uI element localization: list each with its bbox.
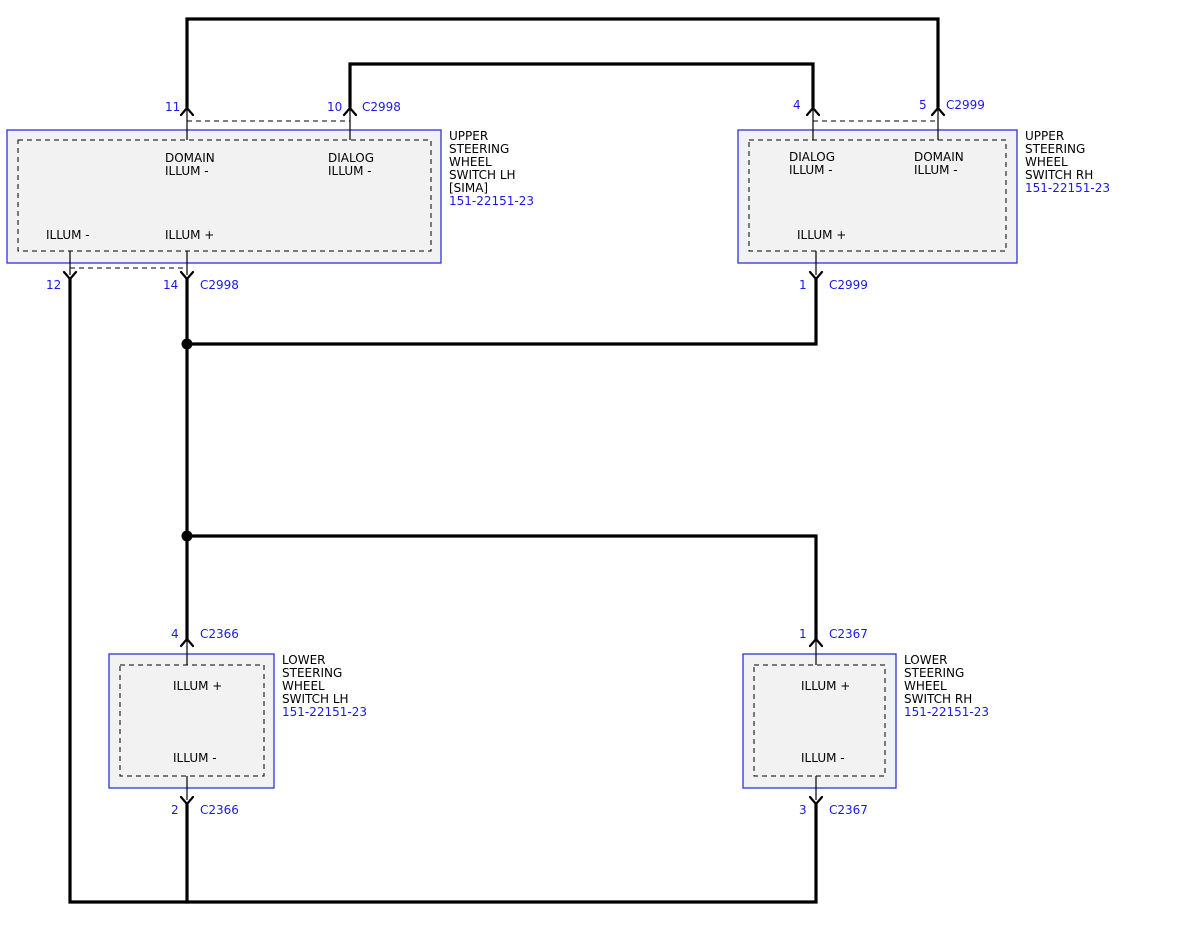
pin-function-label: ILLUM + — [801, 679, 850, 693]
lower-rh-inner-box — [753, 664, 886, 777]
pin-arrow-up — [179, 637, 195, 648]
pin-arrow-down — [179, 270, 195, 281]
component-name-line: STEERING — [449, 142, 509, 156]
splice-dot — [181, 338, 193, 350]
pin-function-label: ILLUM + — [165, 228, 214, 242]
lower-lh-labels: LOWER STEERING WHEEL SWITCH LH 151-22151… — [171, 627, 367, 817]
pin-arrow-up — [179, 106, 195, 117]
component-name-line: STEERING — [1025, 142, 1085, 156]
connector-id: C2998 — [200, 278, 239, 292]
wire-lh10-rh4 — [348, 62, 815, 108]
pin-function-label: ILLUM - — [914, 163, 958, 177]
upper-steering-wheel-switch-rh[interactable] — [737, 129, 1018, 264]
pin-function-label: ILLUM - — [46, 228, 90, 242]
wire-ground-bus — [68, 278, 818, 904]
pin-function-label: ILLUM + — [797, 228, 846, 242]
upper-lh-labels: UPPER STEERING WHEEL SWITCH LH [SIMA] 15… — [46, 100, 534, 292]
splice-dot — [181, 530, 193, 542]
component-name-line: SWITCH RH — [904, 692, 972, 706]
pin-function-label: ILLUM - — [165, 164, 209, 178]
pin-arrow-down — [62, 270, 78, 281]
lower-lh-box — [108, 653, 275, 789]
pin-function-label: DIALOG — [328, 151, 374, 165]
upper-rh-inner-box — [748, 139, 1007, 252]
connector-id: C2366 — [200, 803, 239, 817]
pin-arrow-up — [808, 637, 824, 648]
component-name-line: WHEEL — [904, 679, 947, 693]
pin-number: 14 — [163, 278, 178, 292]
component-name-line: SWITCH RH — [1025, 168, 1093, 182]
connector-id: C2367 — [829, 627, 868, 641]
pin-number: 1 — [799, 278, 807, 292]
connector-id: C2367 — [829, 803, 868, 817]
pin-function-label: DOMAIN — [914, 150, 964, 164]
part-number: 151-22151-23 — [282, 705, 367, 719]
pin-function-label: ILLUM - — [801, 751, 845, 765]
pin-function-label: DIALOG — [789, 150, 835, 164]
pin-function-label: ILLUM - — [789, 163, 833, 177]
connector-id: C2998 — [362, 100, 401, 114]
connector-dash-lines — [70, 120, 938, 269]
component-name-line: UPPER — [449, 129, 488, 143]
wires — [68, 17, 940, 904]
pin-function-label: ILLUM + — [173, 679, 222, 693]
pin-arrow-down — [179, 795, 195, 806]
part-number: 151-22151-23 — [904, 705, 989, 719]
pin-function-label: ILLUM - — [328, 164, 372, 178]
pin-arrow-up — [805, 106, 821, 117]
component-name-line: LOWER — [282, 653, 326, 667]
pin-arrow-up — [930, 106, 946, 117]
component-name-line: STEERING — [282, 666, 342, 680]
component-name-line: SWITCH LH — [449, 168, 516, 182]
pin-number: 2 — [171, 803, 179, 817]
part-number: 151-22151-23 — [1025, 181, 1110, 195]
component-name-line: WHEEL — [449, 155, 492, 169]
lower-rh-labels: LOWER STEERING WHEEL SWITCH RH 151-22151… — [799, 627, 989, 817]
pin-number: 12 — [46, 278, 61, 292]
pin-number: 5 — [919, 98, 927, 112]
connector-id: C2366 — [200, 627, 239, 641]
component-name-line: WHEEL — [282, 679, 325, 693]
connector-id: C2999 — [946, 98, 985, 112]
upper-lh-box — [6, 129, 442, 264]
pin-function-label: DOMAIN — [165, 151, 215, 165]
upper-rh-box — [737, 129, 1018, 264]
upper-steering-wheel-switch-lh[interactable] — [6, 129, 442, 264]
lower-lh-inner-box — [119, 664, 265, 777]
wire-splice1-rh1 — [185, 278, 818, 346]
lower-steering-wheel-switch-lh[interactable] — [108, 653, 275, 789]
component-name-line: UPPER — [1025, 129, 1064, 143]
pin-number: 10 — [327, 100, 342, 114]
pin-stubs — [69, 110, 939, 800]
upper-rh-labels: UPPER STEERING WHEEL SWITCH RH 151-22151… — [789, 98, 1110, 292]
component-name-line: WHEEL — [1025, 155, 1068, 169]
component-name-line: SWITCH LH — [282, 692, 349, 706]
pin-number: 4 — [793, 98, 801, 112]
component-name-line: LOWER — [904, 653, 948, 667]
pin-arrow-up — [342, 106, 358, 117]
pin-arrow-down — [808, 270, 824, 281]
pin-number: 3 — [799, 803, 807, 817]
component-name-line: [SIMA] — [449, 181, 488, 195]
lower-steering-wheel-switch-rh[interactable] — [742, 653, 897, 789]
pin-number: 11 — [165, 100, 180, 114]
component-name-line: STEERING — [904, 666, 964, 680]
part-number: 151-22151-23 — [449, 194, 534, 208]
wire-lh11-rh5 — [185, 17, 940, 108]
pin-number: 4 — [171, 627, 179, 641]
upper-lh-inner-box — [17, 139, 432, 252]
pin-arrow-down — [808, 795, 824, 806]
lower-rh-box — [742, 653, 897, 789]
pin-arrows — [62, 106, 946, 806]
wire-splice2-lower-rh1 — [185, 534, 818, 642]
pin-function-label: ILLUM - — [173, 751, 217, 765]
connector-id: C2999 — [829, 278, 868, 292]
pin-number: 1 — [799, 627, 807, 641]
